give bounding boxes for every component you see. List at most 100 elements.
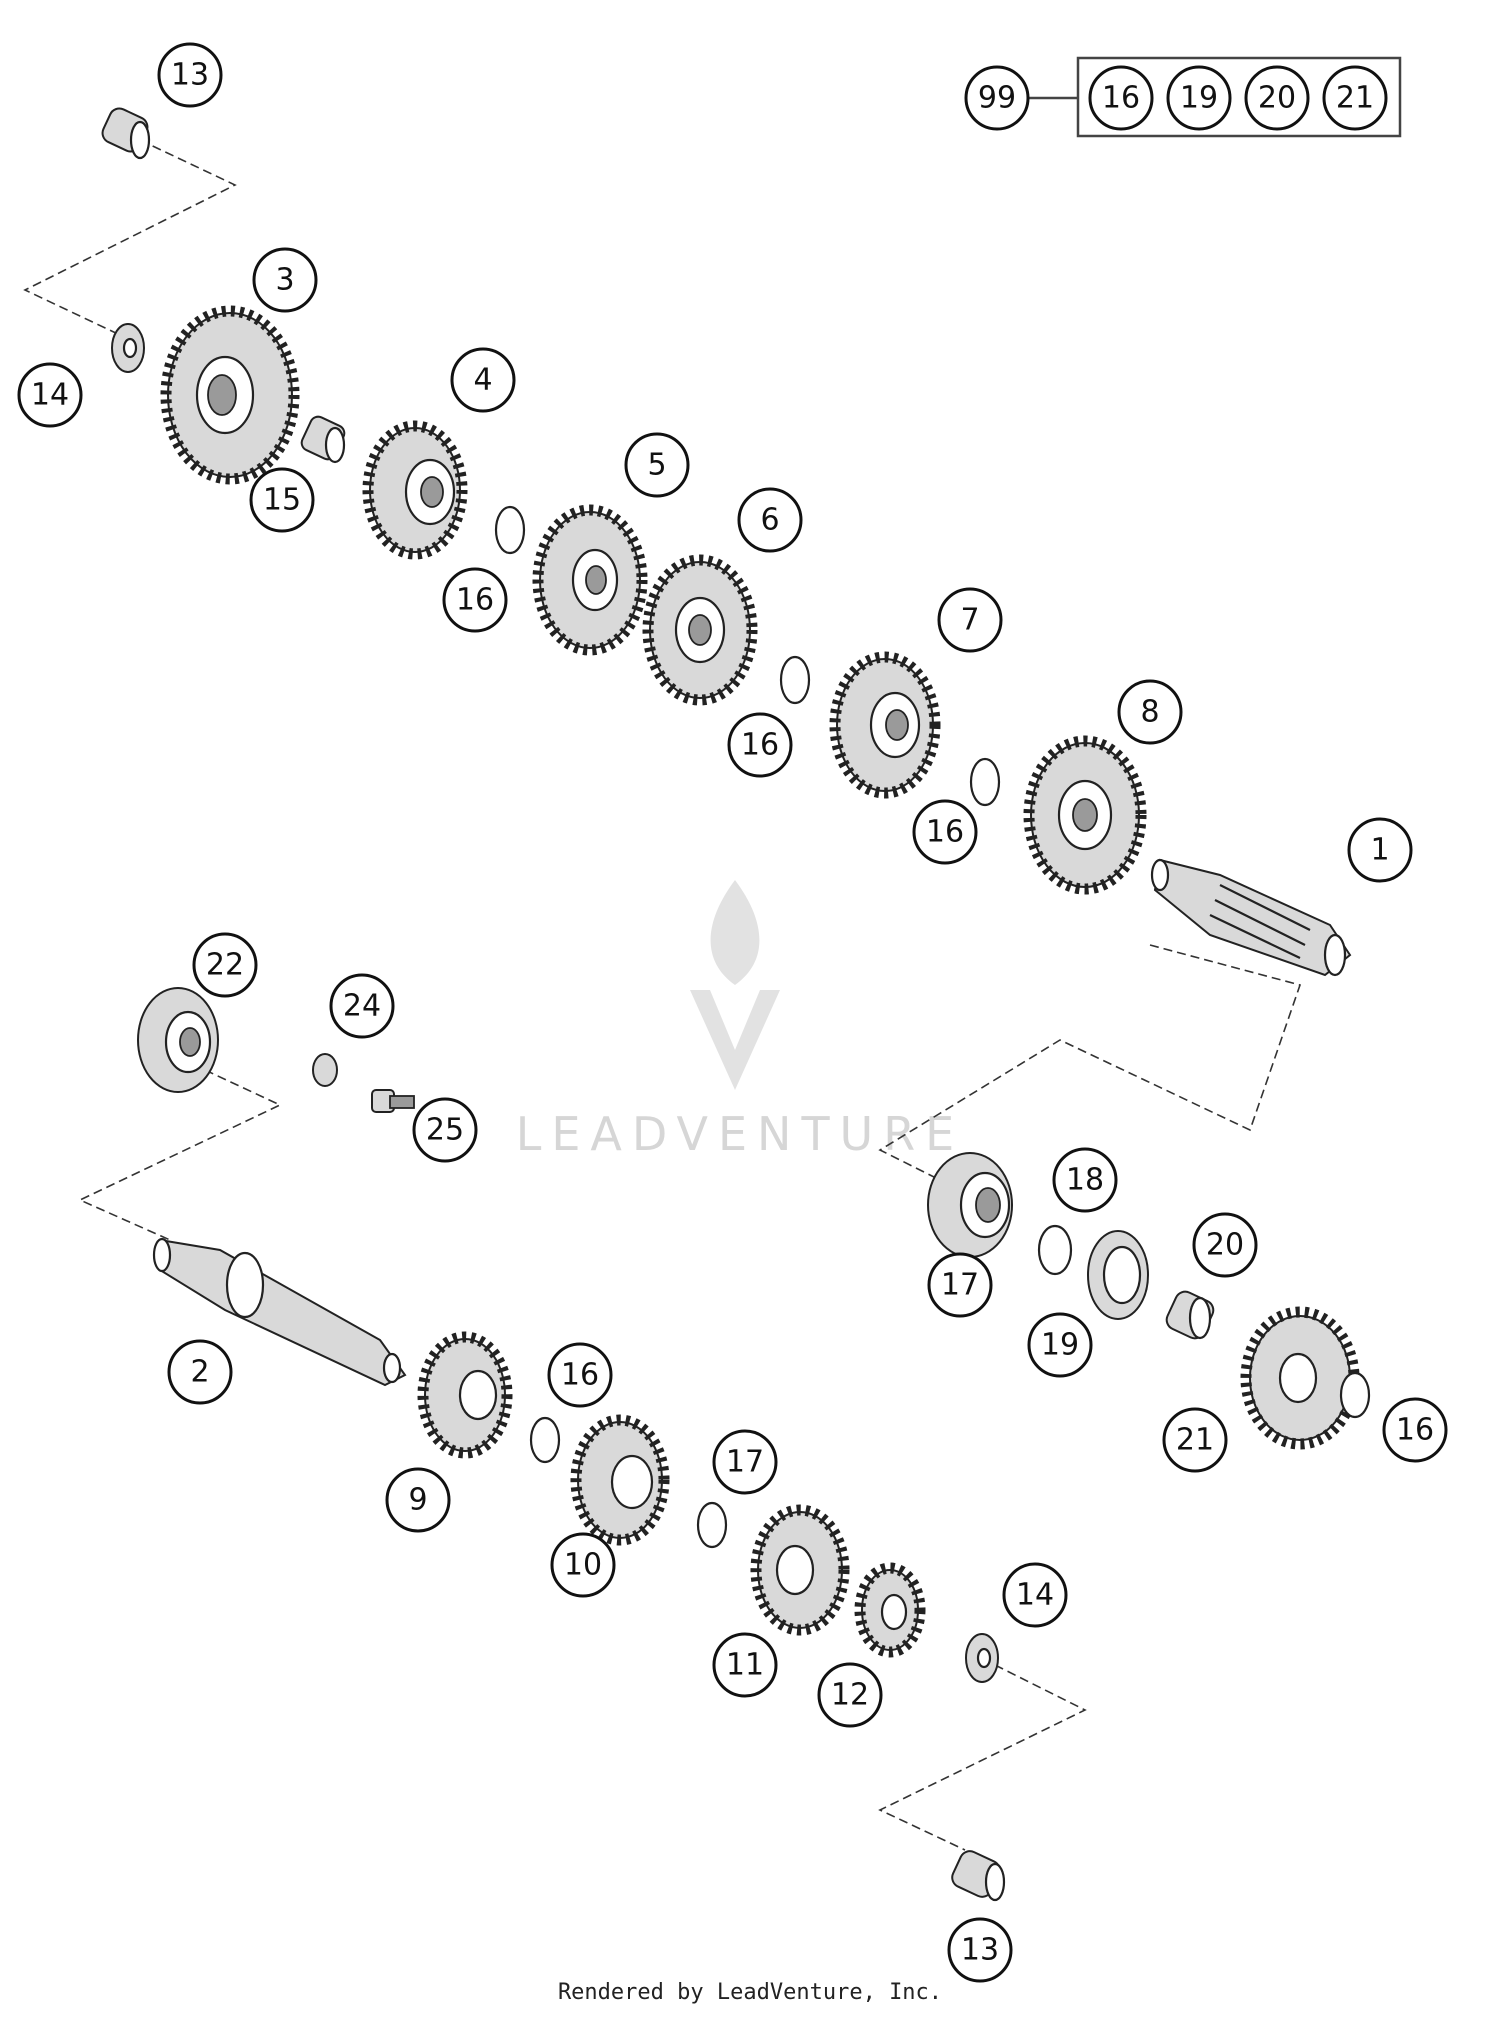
gear-6	[642, 554, 758, 706]
callout-circle	[1002, 1562, 1068, 1628]
shaft-seal-20	[1087, 1230, 1149, 1320]
callout-5[interactable]: 5	[624, 432, 690, 498]
retaining-ring-2	[779, 655, 811, 705]
callout-circle	[727, 712, 793, 778]
callout-1[interactable]: 1	[1347, 817, 1413, 883]
callout-label: 14	[1016, 1578, 1054, 1613]
callout-label: 15	[263, 483, 301, 518]
callout-label: 7	[960, 603, 979, 638]
output-side-assembly	[927, 1152, 1371, 1450]
callout-circle	[1027, 1312, 1093, 1378]
callout-label: 16	[926, 815, 964, 850]
callout-20[interactable]: 20	[1192, 1212, 1258, 1278]
gear-4	[362, 420, 468, 560]
watermark-text: LEADVENTURE	[516, 1107, 965, 1161]
kit-include-callout-3[interactable]: 20	[1244, 65, 1310, 131]
retaining-ring-17a	[529, 1416, 561, 1464]
washer-25	[312, 1053, 338, 1087]
callout-label: 16	[456, 583, 494, 618]
callout-11[interactable]: 11	[712, 1632, 778, 1698]
callout-24[interactable]: 24	[329, 973, 395, 1039]
gear-9	[417, 1331, 513, 1459]
callout-6[interactable]: 6	[737, 487, 803, 553]
callout-circle	[450, 347, 516, 413]
callout-label: 11	[726, 1648, 764, 1683]
kit-number: 99	[978, 81, 1016, 116]
kit-callout[interactable]: 99	[964, 65, 1030, 131]
callout-4[interactable]: 4	[450, 347, 516, 413]
callout-label: 25	[426, 1113, 464, 1148]
callout-label: 16	[1396, 1413, 1434, 1448]
callout-circle	[927, 1252, 993, 1318]
callout-10[interactable]: 10	[550, 1532, 616, 1598]
callout-19[interactable]: 19	[1027, 1312, 1093, 1378]
retaining-ring-1	[494, 505, 526, 555]
kit-include-callout-2[interactable]: 19	[1166, 65, 1232, 131]
callout-circle	[712, 1429, 778, 1495]
callout-circle	[817, 1662, 883, 1728]
callout-13[interactable]: 13	[157, 42, 223, 108]
kit-group: 99 16 19 20 21	[964, 56, 1402, 138]
callout-17[interactable]: 17	[927, 1252, 993, 1318]
callout-16[interactable]: 16	[912, 799, 978, 865]
gear-3	[160, 305, 300, 485]
callout-14[interactable]: 14	[1002, 1562, 1068, 1628]
callout-17[interactable]: 17	[712, 1429, 778, 1495]
main-shaft	[1150, 858, 1352, 977]
callout-2[interactable]: 2	[167, 1339, 233, 1405]
callout-16[interactable]: 16	[442, 567, 508, 633]
callout-circle	[17, 362, 83, 428]
gear-8	[1023, 735, 1147, 895]
callout-label: 17	[726, 1445, 764, 1480]
callout-circle	[249, 467, 315, 533]
callout-circle	[1192, 1212, 1258, 1278]
callout-label: 6	[760, 503, 779, 538]
callout-12[interactable]: 12	[817, 1662, 883, 1728]
spacer-21	[1165, 1290, 1215, 1340]
watermark: LEADVENTURE	[516, 880, 965, 1161]
callout-21[interactable]: 21	[1162, 1407, 1228, 1473]
callout-16[interactable]: 16	[727, 712, 793, 778]
callout-25[interactable]: 25	[412, 1097, 478, 1163]
callout-8[interactable]: 8	[1117, 679, 1183, 745]
callout-7[interactable]: 7	[937, 587, 1003, 653]
callout-label: 13	[171, 58, 209, 93]
callout-13[interactable]: 13	[947, 1917, 1013, 1983]
kit-include-label: 19	[1180, 81, 1218, 116]
retaining-ring-4	[1339, 1371, 1371, 1419]
callout-circle	[329, 973, 395, 1039]
callout-label: 1	[1370, 833, 1389, 868]
callout-18[interactable]: 18	[1052, 1147, 1118, 1213]
callout-circle	[712, 1632, 778, 1698]
kit-include-callout-4[interactable]: 21	[1322, 65, 1388, 131]
needle-bearing-bottom	[951, 1850, 1006, 1902]
callout-circle	[1052, 1147, 1118, 1213]
callout-9[interactable]: 9	[385, 1467, 451, 1533]
callout-label: 17	[941, 1268, 979, 1303]
callout-16[interactable]: 16	[1382, 1397, 1448, 1463]
callout-circle	[252, 247, 318, 313]
gear-7	[829, 651, 941, 799]
gear-11	[750, 1504, 850, 1636]
callout-label: 20	[1206, 1228, 1244, 1263]
callout-circle	[385, 1467, 451, 1533]
callout-15[interactable]: 15	[249, 467, 315, 533]
callout-3[interactable]: 3	[252, 247, 318, 313]
callout-circle	[1117, 679, 1183, 745]
callout-label: 14	[31, 378, 69, 413]
callout-circle	[937, 587, 1003, 653]
needle-bearing-top	[101, 107, 151, 160]
bearing-24	[137, 987, 219, 1093]
callout-circle	[1347, 817, 1413, 883]
callout-16[interactable]: 16	[547, 1342, 613, 1408]
callout-22[interactable]: 22	[192, 932, 258, 998]
gear-5	[532, 504, 648, 656]
kit-include-callout-1[interactable]: 16	[1088, 65, 1154, 131]
callout-circle	[547, 1342, 613, 1408]
callout-circle	[157, 42, 223, 108]
callout-label: 19	[1041, 1328, 1079, 1363]
callout-14[interactable]: 14	[17, 362, 83, 428]
retaining-ring-17b	[696, 1501, 728, 1549]
